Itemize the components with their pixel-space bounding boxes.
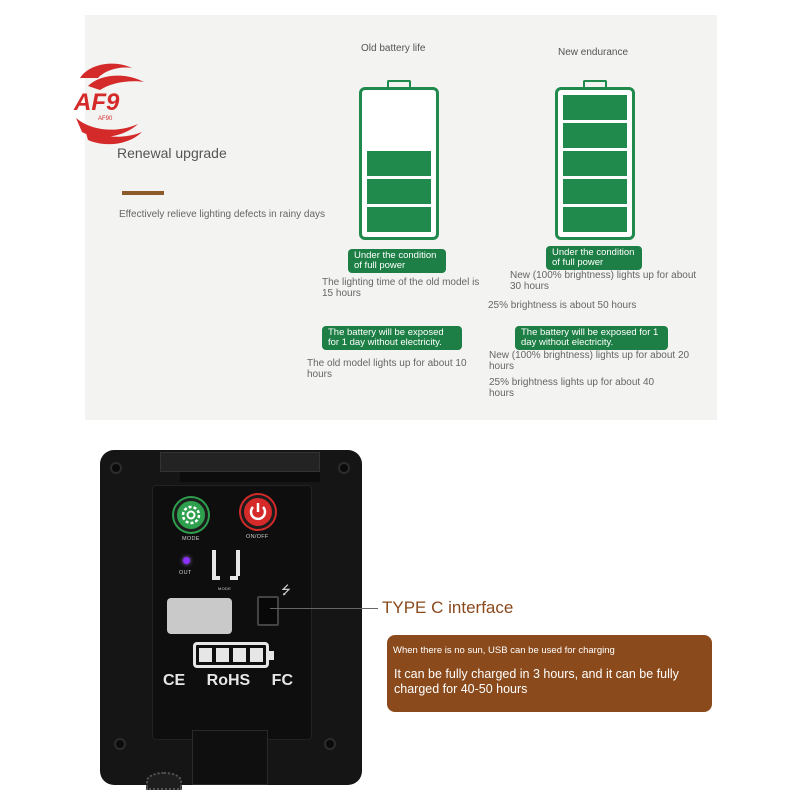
battery-cell <box>563 123 627 148</box>
mounting-foot <box>192 730 268 785</box>
old-battery-title: Old battery life <box>361 43 426 54</box>
battery-bar <box>216 648 229 662</box>
screw <box>338 462 350 474</box>
usb-icon: ⭍ <box>281 583 291 597</box>
battery-cell <box>367 151 431 176</box>
screw <box>324 738 336 750</box>
battery-cell <box>367 95 431 120</box>
out-indicator-led <box>183 557 190 564</box>
cable-connector <box>146 772 182 790</box>
old-no-power-note: The old model lights up for about 10 hou… <box>307 358 467 380</box>
battery-bar <box>233 648 246 662</box>
battery-cell <box>367 179 431 204</box>
out-label: OUT <box>179 570 192 576</box>
new-full-power-pill: Under the condition of full power <box>546 246 642 270</box>
power-button[interactable] <box>241 495 275 529</box>
accent-bar <box>122 191 164 195</box>
battery-cell <box>563 151 627 176</box>
gear-icon <box>181 505 201 525</box>
logo-subtext: AF90 <box>98 116 113 122</box>
new-no-power-pill: The battery will be exposed for 1 day wi… <box>515 326 668 350</box>
battery-cell <box>367 207 431 232</box>
rohs-mark: RoHS <box>206 672 251 689</box>
fc-mark: FC <box>271 672 293 689</box>
type-c-port[interactable] <box>257 596 279 626</box>
light-sensor-window <box>167 598 232 634</box>
ce-mark: CE <box>163 672 186 689</box>
old-no-power-pill: The battery will be exposed for 1 day wi… <box>322 326 462 350</box>
old-full-power-note: The lighting time of the old model is 15… <box>322 277 480 299</box>
logo-text: AF9 <box>73 89 120 116</box>
callout-line <box>270 608 378 609</box>
new-battery-title: New endurance <box>558 47 629 58</box>
battery-cell <box>563 207 627 232</box>
battery-cell <box>367 123 431 148</box>
old-battery-icon <box>359 80 439 240</box>
charging-info-line2: It can be fully charged in 3 hours, and … <box>394 667 679 696</box>
screw <box>110 462 122 474</box>
solar-controller-device: MODE ON/OFF OUT MODE ⭍ CE RoHS FC <box>100 450 362 790</box>
new-battery-icon <box>555 80 635 240</box>
new-no-power-note-25: 25% brightness lights up for about 40 ho… <box>489 377 655 399</box>
new-full-power-note: New (100% brightness) lights up for abou… <box>510 270 697 292</box>
mode-button[interactable] <box>174 498 208 532</box>
charging-info-line1: When there is no sun, USB can be used fo… <box>393 645 615 656</box>
renewal-subtitle: Effectively relieve lighting defects in … <box>119 209 326 220</box>
battery-cell <box>563 95 627 120</box>
type-c-callout-label: TYPE C interface <box>382 598 514 617</box>
certification-marks: CE RoHS FC <box>163 672 293 690</box>
battery-bar <box>250 648 263 662</box>
renewal-title: Renewal upgrade <box>117 145 227 161</box>
power-icon <box>249 503 267 521</box>
battery-level-indicator <box>193 642 274 668</box>
power-label: ON/OFF <box>246 534 269 540</box>
new-full-power-note-25: 25% brightness is about 50 hours <box>488 300 637 311</box>
brand-logo: AF9 AF90 <box>73 63 144 145</box>
charging-info-box: When there is no sun, USB can be used fo… <box>387 635 712 712</box>
battery-cell <box>563 179 627 204</box>
battery-bar <box>199 648 212 662</box>
mode-label: MODE <box>182 536 200 542</box>
screw <box>114 738 126 750</box>
old-full-power-pill: Under the condition of full power <box>348 249 446 273</box>
display-label: MODE <box>218 586 232 591</box>
new-no-power-note: New (100% brightness) lights up for abou… <box>489 350 690 372</box>
